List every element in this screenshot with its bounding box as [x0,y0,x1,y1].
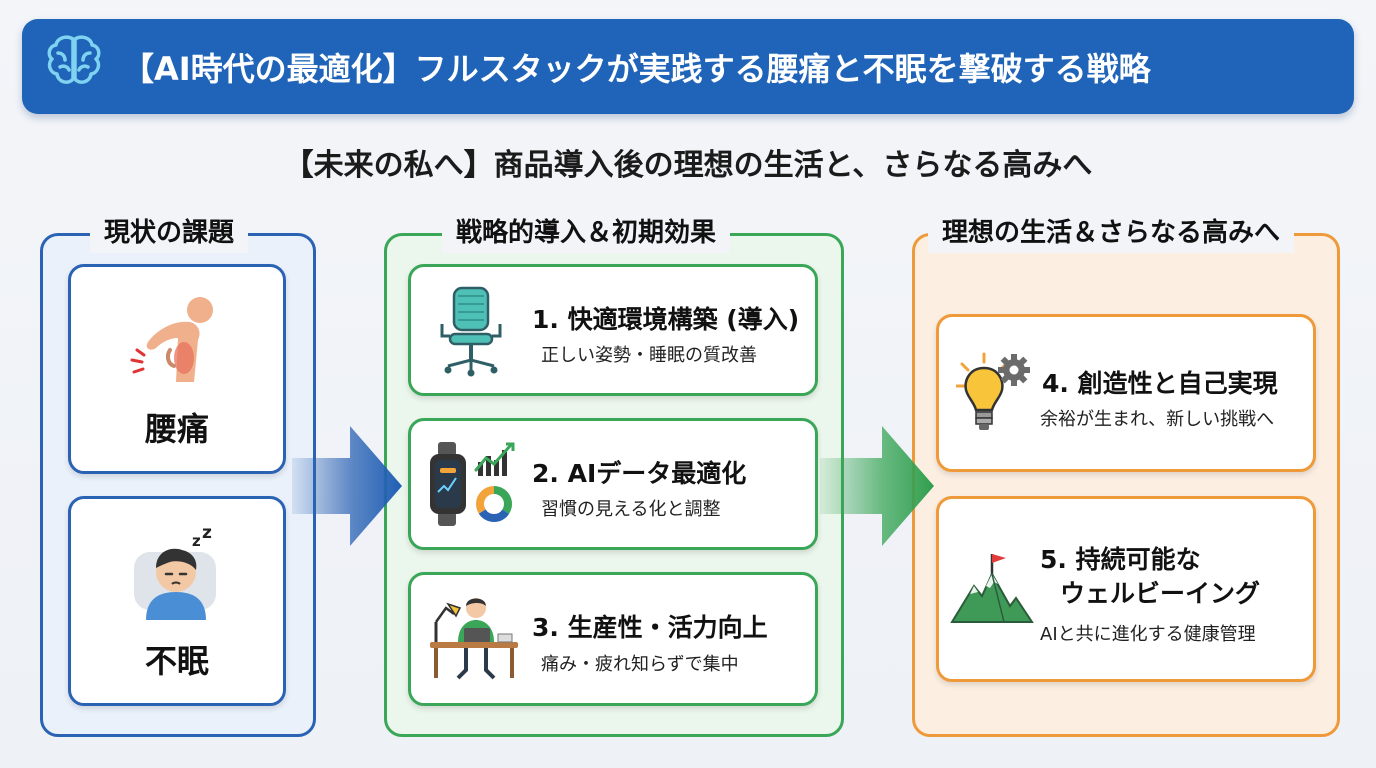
svg-text:z: z [202,524,212,543]
result-4-title: 4. 創造性と自己実現 [1042,369,1278,398]
lightbulb-gear-icon [956,352,1030,430]
insomnia-label: 不眠 [144,642,209,680]
page-title: 【AI時代の最適化】フルスタックが実践する腰痛と不眠を撃破する戦略 [122,50,1151,88]
step-3-subtitle: 痛み・疲れ知らずで集中 [541,654,739,675]
step-3-title: 3. 生産性・活力向上 [532,613,768,642]
subtitle: 【未来の私へ】商品導入後の理想の生活と、さらなる高みへ [283,148,1093,183]
strategy-heading: 戦略的導入＆初期効果 [442,213,731,253]
desk-worker-icon [430,598,518,680]
result-5-title-line2: ウェルビーイング [1060,579,1261,608]
svg-text:z: z [192,532,201,550]
smartwatch-chart-icon [430,442,515,526]
step-2-card [408,418,818,550]
result-4-subtitle: 余裕が生まれ、新しい挑戦へ [1040,409,1275,430]
arrow-right-icon [292,426,402,546]
step-2-title: 2. AIデータ最適化 [532,459,747,488]
step-1-subtitle: 正しい姿勢・睡眠の質改善 [541,345,757,366]
ideal-life-heading: 理想の生活＆さらなる高みへ [928,213,1295,253]
current-issues-heading: 現状の課題 [90,213,249,253]
mountain-flag-icon [950,554,1034,623]
back-pain-icon [130,297,213,382]
brain-icon [47,35,101,84]
step-2-subtitle: 習慣の見える化と調整 [541,499,721,520]
result-5-title-line1: 5. 持続可能な [1040,545,1201,574]
office-chair-icon [440,286,502,377]
insomnia-icon: z z [134,524,216,620]
title-banner [22,19,1354,114]
result-5-subtitle: AIと共に進化する健康管理 [1040,624,1256,645]
arrow-right-icon [820,426,934,546]
back-pain-label: 腰痛 [144,410,209,448]
step-1-title: 1. 快適環境構築 (導入) [532,305,800,334]
